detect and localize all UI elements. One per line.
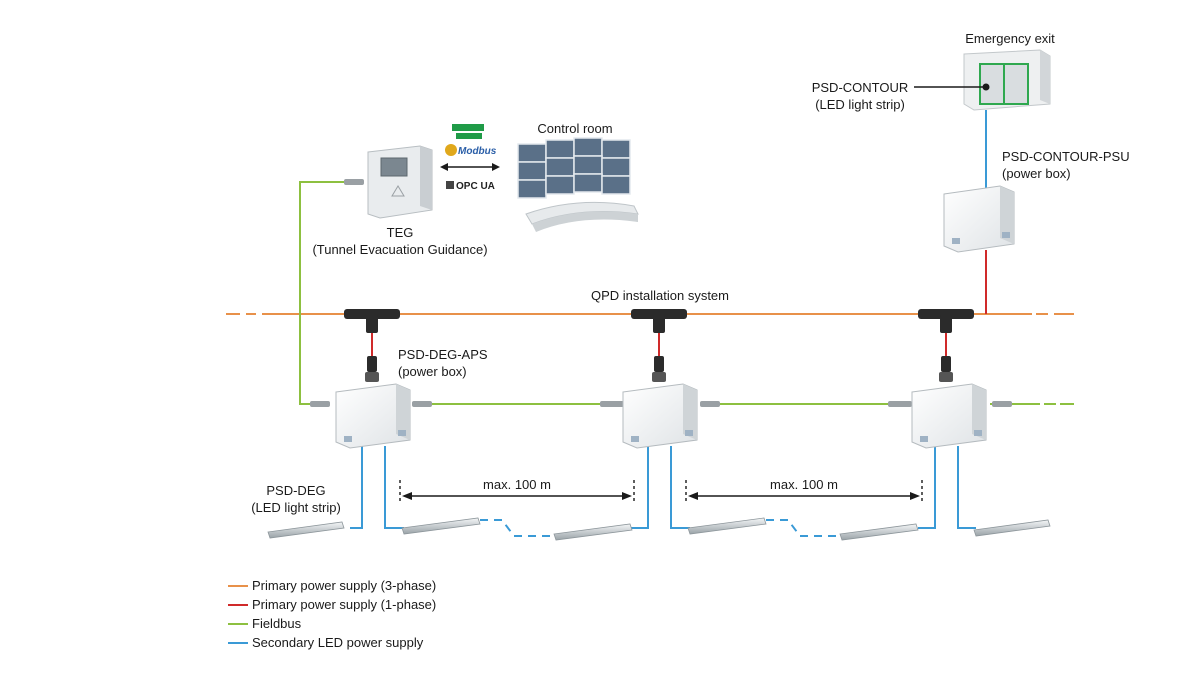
psd-contour-title: PSD-CONTOUR [811,80,909,95]
teg-cabinet [367,145,433,219]
distance-label-1: max. 100 m [483,477,551,492]
emergency-exit-illustration [963,49,1051,111]
svg-text:OPC UA: OPC UA [456,181,495,192]
led-strips [267,517,1051,541]
control-room-illustration [517,137,639,232]
psd-deg-label: PSD-DEG (LED light strip) [226,482,366,516]
psd-contour-pointer [914,83,990,91]
led-lines [350,110,987,537]
teg-title: TEG [386,225,414,240]
opc-ua-logo-icon: OPC UA [446,181,495,192]
bidirectional-arrow-icon [440,163,500,171]
psd-deg-aps-box-2 [622,383,698,449]
psd-deg-aps-subtitle: (power box) [398,364,467,379]
legend-label: Primary power supply (3-phase) [252,578,437,593]
t-connector-2 [631,309,687,382]
psd-deg-aps-box-1 [335,383,411,449]
led-strip-1 [267,521,345,539]
legend-label: Secondary LED power supply [252,635,424,650]
qpd-label: QPD installation system [591,288,729,303]
led-strip-5 [839,523,919,541]
distance-marker-2 [685,480,923,504]
psd-contour-subtitle: (LED light strip) [815,97,905,112]
psd-deg-aps-label: PSD-DEG-APS (power box) [398,346,488,380]
legend-label: Primary power supply (1-phase) [252,597,437,612]
control-room-label: Control room [537,121,613,136]
psd-deg-aps-box-3 [911,383,987,449]
profinet-logo-icon [452,124,484,139]
legend-swatch [228,642,248,644]
teg-subtitle: (Tunnel Evacuation Guidance) [312,242,488,257]
red-drops [371,250,987,358]
legend-swatch [228,604,248,606]
led-strip-2 [401,517,481,535]
emergency-exit-label: Emergency exit [965,31,1055,46]
psd-deg-aps-title: PSD-DEG-APS [398,347,488,362]
distance-marker-1 [399,480,635,504]
psd-deg-title: PSD-DEG [266,483,326,498]
legend-swatch [228,585,248,587]
psd-contour-psu-box [943,185,1015,253]
legend-label: Fieldbus [252,616,302,631]
distance-label-2: max. 100 m [770,477,838,492]
led-strip-6 [973,519,1051,537]
psd-contour-psu-title: PSD-CONTOUR-PSU [1002,149,1130,164]
psd-deg-subtitle: (LED light strip) [251,500,341,515]
fieldbus-connectors [310,179,1012,407]
teg-label: TEG (Tunnel Evacuation Guidance) [290,224,510,258]
legend-swatch [228,623,248,625]
t-connector-1 [344,309,400,382]
modbus-logo-icon: Modbus [445,144,497,157]
t-connector-3 [918,309,974,382]
svg-text:Modbus: Modbus [458,146,497,157]
led-strip-4 [687,517,767,535]
psd-contour-label: PSD-CONTOUR (LED light strip) [790,79,930,113]
psd-contour-psu-label: PSD-CONTOUR-PSU (power box) [1002,148,1130,182]
psd-contour-psu-subtitle: (power box) [1002,166,1071,181]
led-strip-3 [553,523,633,541]
